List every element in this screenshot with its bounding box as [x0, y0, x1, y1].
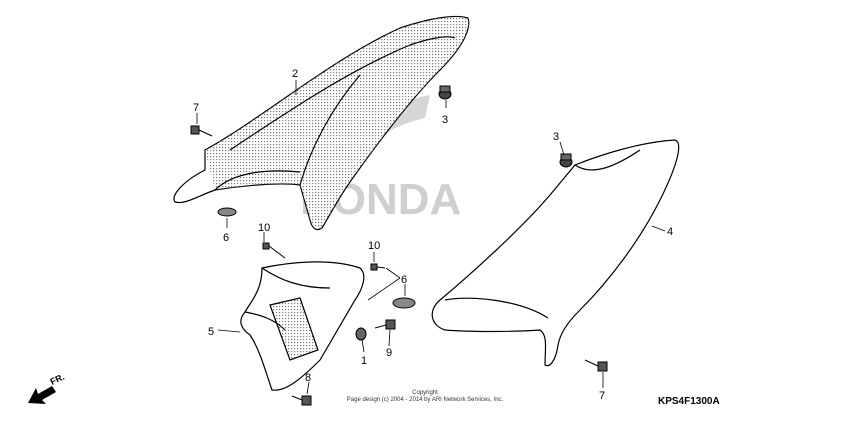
leader-lines — [196, 80, 666, 395]
callout-10-upper: 10 — [258, 222, 270, 234]
part-10-screw-upper — [262, 242, 286, 259]
part-8-bolt — [291, 395, 312, 406]
direction-label: FR. — [49, 372, 66, 387]
part-6-grommet-right — [392, 297, 416, 309]
part-4-side-cover-right — [431, 139, 680, 367]
copyright-line: Page design (c) 2004 - 2014 by ARI Netwo… — [347, 397, 504, 403]
callout-7-left: 7 — [193, 102, 199, 114]
callout-10-lower: 10 — [368, 240, 380, 252]
front-direction-arrow: FR. — [28, 372, 66, 404]
part-2-side-cover-upper — [173, 15, 470, 231]
part-9-bolt — [374, 319, 396, 330]
callout-7-right: 7 — [599, 390, 605, 402]
callout-3-top: 3 — [442, 114, 448, 126]
callout-5: 5 — [208, 326, 214, 338]
callout-6-right: 6 — [401, 274, 407, 286]
part-3-grommet-top — [438, 85, 452, 100]
hardware — [190, 85, 608, 406]
part-7-bolt-left — [190, 125, 213, 137]
part-10-screw-lower — [370, 263, 386, 271]
diagram-code: KPS4F1300A — [658, 396, 720, 407]
part-7-bolt-right — [584, 359, 608, 372]
part-1-collar — [355, 327, 367, 341]
part-5-bracket — [240, 261, 365, 391]
callout-2: 2 — [292, 68, 298, 80]
callout-1: 1 — [361, 355, 367, 367]
part-3-grommet-right — [559, 153, 573, 168]
part-6-grommet-left — [217, 207, 237, 217]
callout-3-right: 3 — [553, 131, 559, 143]
callout-4: 4 — [667, 226, 673, 238]
copyright-title: Copyright — [412, 390, 438, 396]
callout-6-left: 6 — [223, 232, 229, 244]
callout-8: 8 — [305, 372, 311, 384]
callout-9: 9 — [386, 347, 392, 359]
